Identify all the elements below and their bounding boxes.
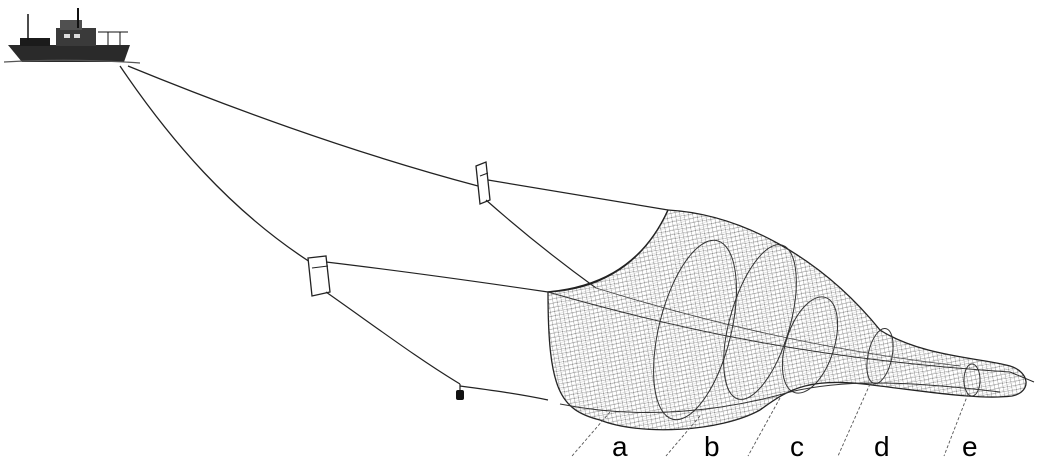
net-ring-c bbox=[781, 296, 839, 394]
net-ring-a bbox=[653, 239, 737, 421]
lower-otter-board bbox=[307, 255, 331, 297]
upper-otter-board bbox=[475, 161, 491, 205]
net-ring-e bbox=[963, 363, 981, 397]
pointer-b bbox=[665, 415, 701, 457]
ship-icon bbox=[3, 8, 141, 64]
upper-warp bbox=[127, 65, 479, 187]
label-pointers bbox=[571, 383, 969, 457]
section-label-b: b bbox=[704, 431, 720, 462]
section-label-c: c bbox=[790, 431, 804, 462]
pointer-d bbox=[837, 383, 871, 457]
section-label-a: a bbox=[612, 431, 628, 462]
bridle-lines bbox=[325, 179, 669, 401]
pointer-e bbox=[943, 393, 969, 457]
net-ring-d bbox=[866, 327, 894, 385]
pointer-c bbox=[747, 397, 781, 457]
trawl-net bbox=[547, 209, 1035, 431]
section-label-e: e bbox=[962, 431, 978, 462]
net-ring-b bbox=[723, 244, 797, 400]
weight-icon bbox=[456, 384, 464, 400]
section-labels: a b c d e bbox=[612, 431, 978, 462]
lower-warp bbox=[119, 65, 311, 263]
warp-cables bbox=[119, 65, 479, 263]
section-label-d: d bbox=[874, 431, 890, 462]
